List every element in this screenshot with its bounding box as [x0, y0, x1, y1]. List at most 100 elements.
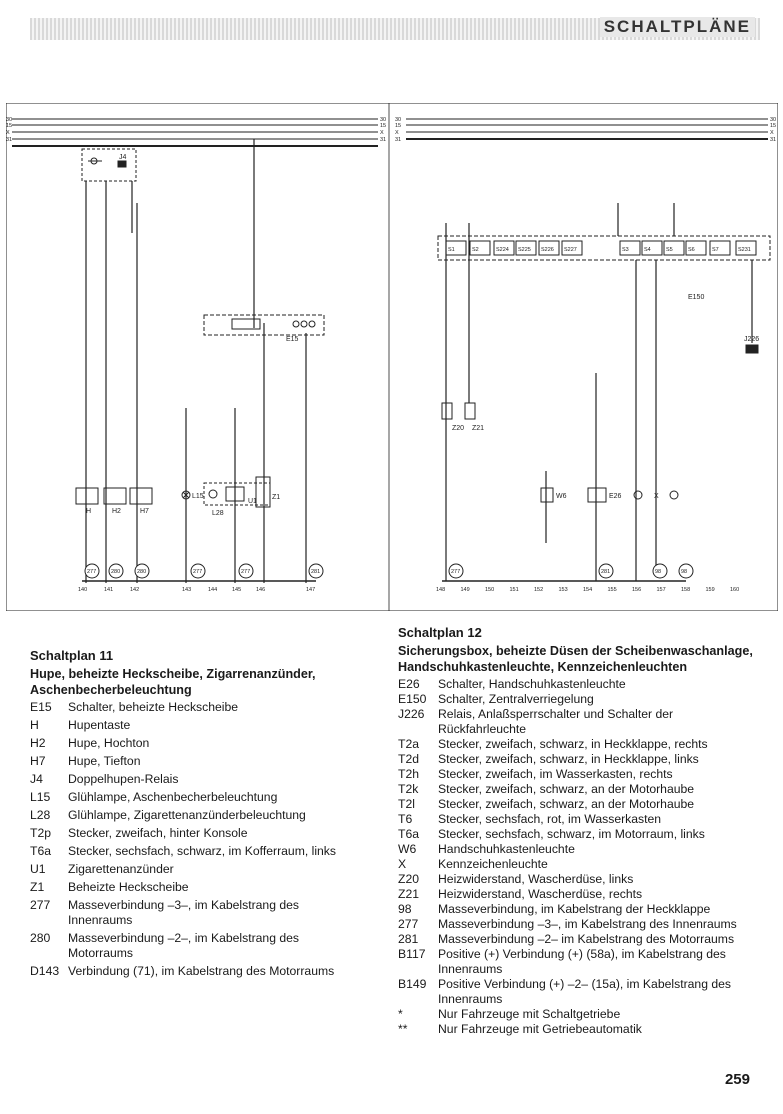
- plan-12-legend-item: 281 Masseverbindung –2– im Kabelstrang de…: [398, 932, 758, 947]
- track-number: 157: [657, 587, 666, 593]
- ground-point-symbol: [134, 563, 150, 579]
- legend-description: Stecker, zweifach, schwarz, in Heckklapp…: [438, 737, 708, 751]
- ground-point-label: 281: [311, 569, 320, 575]
- fuse-label: S224: [496, 247, 509, 253]
- fuse-symbol: [561, 240, 583, 256]
- legend-code: E26: [398, 677, 420, 691]
- lamp-l15: [181, 490, 191, 500]
- legend-description: Masseverbindung –2– im Kabelstrang des M…: [438, 932, 735, 946]
- fuse-symbol: [735, 240, 757, 256]
- legend-code: T2d: [398, 752, 420, 766]
- left-wires: [85, 139, 307, 583]
- fuse-symbol: [663, 240, 685, 256]
- legend-description: Glühlampe, Aschenbecherbeleuchtung: [68, 790, 278, 804]
- track-number: 148: [436, 587, 445, 593]
- svg-text:E150: E150: [688, 294, 704, 301]
- legend-code: T6a: [398, 827, 420, 841]
- svg-text:U1: U1: [248, 498, 257, 505]
- legend-code: 281: [398, 932, 419, 946]
- ground-point-label: 277: [193, 569, 202, 575]
- legend-description: Stecker, sechsfach, rot, im Wasserkasten: [438, 812, 662, 826]
- legend-description: Masseverbindung –2–, im Kabelstrang des …: [68, 931, 300, 960]
- horn-h7: [129, 487, 153, 505]
- legend-description: Hupe, Hochton: [68, 736, 150, 750]
- legend-description: Masseverbindung, im Kabelstrang der Heck…: [438, 902, 711, 916]
- fuse-symbol: [538, 240, 560, 256]
- switch-e26: [587, 487, 607, 503]
- legend-code: 277: [398, 917, 419, 931]
- ground-point-symbol: [448, 563, 464, 579]
- legend-code: B117: [398, 947, 426, 961]
- legend-description: Hupe, Tiefton: [68, 754, 141, 768]
- bus-line-label: 31: [395, 137, 401, 143]
- fuse-symbol: [493, 240, 515, 256]
- track-number: 142: [130, 587, 139, 593]
- legend-code: D143: [30, 964, 60, 978]
- track-number: 147: [306, 587, 315, 593]
- legend-description: Stecker, zweifach, schwarz, in Heckklapp…: [438, 752, 699, 766]
- legend-code: *: [398, 1007, 403, 1021]
- bus-line-label: X: [770, 130, 774, 136]
- legend-description: Hupentaste: [68, 718, 131, 732]
- svg-text:Z20: Z20: [452, 425, 464, 432]
- bus-line-label: 30: [770, 117, 776, 123]
- svg-text:L28: L28: [212, 510, 224, 517]
- svg-text:W6: W6: [556, 493, 567, 500]
- plan-11-title: Schaltplan 11: [30, 648, 114, 663]
- fuse-label: S3: [622, 247, 629, 253]
- legend-code: Z20: [398, 872, 420, 886]
- relay-j226: [745, 344, 759, 354]
- legend-code: E15: [30, 700, 52, 714]
- legend-code: B149: [398, 977, 427, 991]
- svg-text:E15: E15: [286, 336, 299, 343]
- legend-code: L28: [30, 808, 51, 822]
- track-number: 144: [208, 587, 217, 593]
- legend-description: Schalter, beheizte Heckscheibe: [68, 700, 239, 714]
- ground-point-label: 277: [451, 569, 460, 575]
- rear-window-heater-z1: [255, 476, 271, 508]
- legend-description: Nur Fahrzeuge mit Schaltgetriebe: [438, 1007, 621, 1021]
- plan-12-legend-item: T2d Stecker, zweifach, schwarz, in Heckkl…: [398, 752, 758, 767]
- bus-line-label: 15: [380, 123, 386, 129]
- legend-code: Z21: [398, 887, 420, 901]
- svg-text:J226: J226: [744, 336, 759, 343]
- fuse-label: S225: [518, 247, 531, 253]
- track-number: 153: [559, 587, 568, 593]
- ground-point-label: 277: [87, 569, 96, 575]
- track-number: 158: [681, 587, 690, 593]
- track-number: 140: [78, 587, 87, 593]
- fuse-symbol: [619, 240, 641, 256]
- track-number: 146: [256, 587, 265, 593]
- legend-code: H: [30, 718, 39, 732]
- legend-code: E150: [398, 692, 427, 706]
- left-bus-lines: [12, 118, 378, 147]
- fuse-symbol: [685, 240, 707, 256]
- legend-code: J226: [398, 707, 425, 721]
- ground-point-symbol: [190, 563, 206, 579]
- fuse-label: S4: [644, 247, 651, 253]
- svg-text:H2: H2: [112, 508, 121, 515]
- fuse-symbol: [515, 240, 537, 256]
- svg-text:H: H: [86, 508, 91, 515]
- plan-11-legend-item: 280 Masseverbindung –2–, im Kabelstrang d…: [30, 931, 360, 961]
- legend-description: Schalter, Zentralverriegelung: [438, 692, 594, 706]
- bus-line-label: X: [380, 130, 384, 136]
- legend-code: 280: [30, 931, 51, 945]
- bus-line-label: 30: [380, 117, 386, 123]
- heater-z21: [464, 402, 476, 420]
- legend-description: Glühlampe, Zigarettenanzünderbeleuchtung: [68, 808, 306, 822]
